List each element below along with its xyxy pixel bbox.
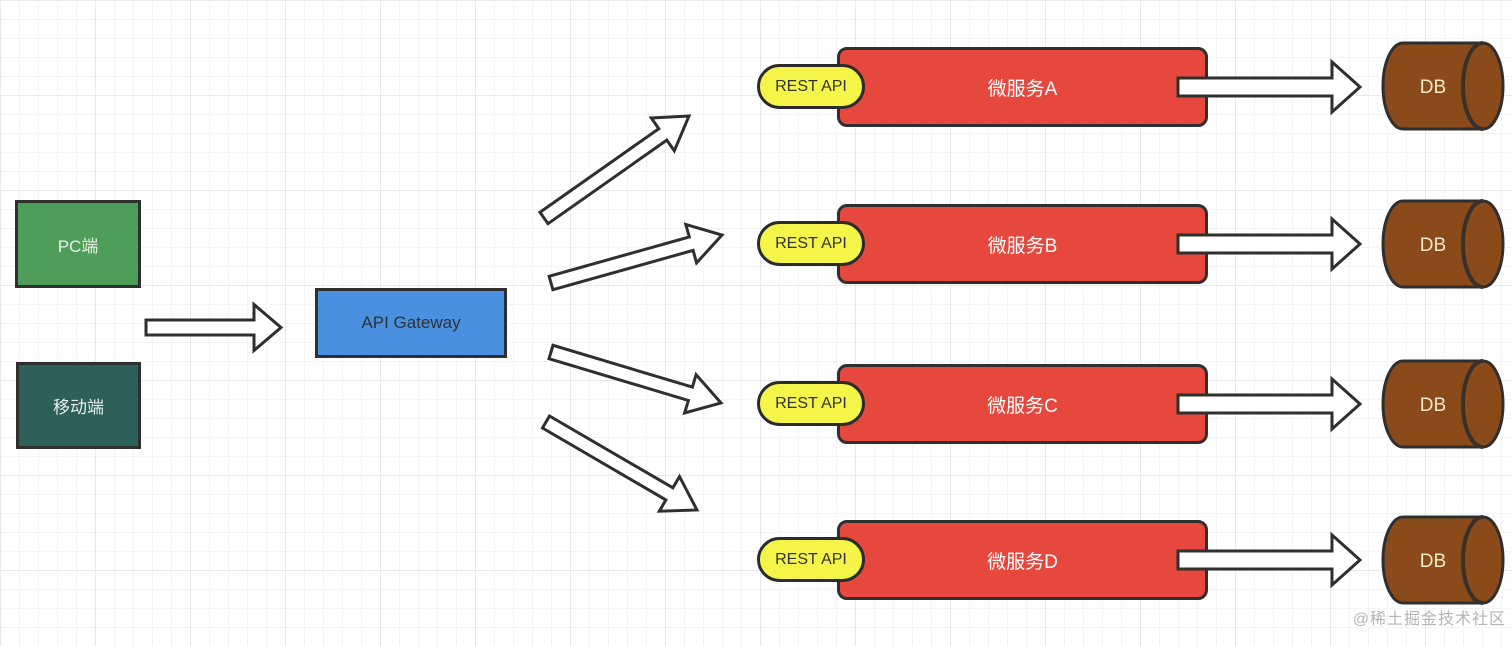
rest-api-pill-a: REST API <box>757 64 865 109</box>
service-c-label: 微服务C <box>987 395 1058 417</box>
arrow-gateway-to-service-b <box>547 222 725 292</box>
api-gateway-box: API Gateway <box>315 288 507 358</box>
rest-api-pill-b: REST API <box>757 221 865 266</box>
db-cylinder-a: DB <box>1381 41 1505 131</box>
service-c-box: 微服务C <box>837 364 1208 444</box>
arrow-gateway-to-service-a <box>537 114 692 226</box>
arrow-gateway-to-service-c <box>547 343 724 416</box>
rest-api-pill-c: REST API <box>757 381 865 426</box>
db-cylinder-b: DB <box>1381 199 1505 289</box>
db-d-label: DB <box>1420 551 1446 572</box>
db-b-label: DB <box>1420 235 1446 256</box>
rest-api-label-c: REST API <box>775 394 847 412</box>
client-mobile-label: 移动端 <box>53 398 104 417</box>
client-mobile-box: 移动端 <box>16 362 141 449</box>
db-cylinder-c: DB <box>1381 359 1505 449</box>
watermark: @稀土掘金技术社区 <box>1352 611 1506 628</box>
service-a-box: 微服务A <box>837 47 1208 127</box>
arrow-clients-to-gateway <box>144 301 284 354</box>
client-pc-label: PC端 <box>57 236 99 256</box>
rest-api-label-b: REST API <box>775 234 847 252</box>
service-a-label: 微服务A <box>987 78 1058 100</box>
client-pc-box: PC端 <box>15 200 141 288</box>
service-b-box: 微服务B <box>837 204 1208 284</box>
service-d-box: 微服务D <box>837 520 1208 600</box>
db-cylinder-d: DB <box>1381 515 1505 605</box>
api-gateway-label: API Gateway <box>361 313 461 332</box>
service-b-label: 微服务B <box>987 235 1058 257</box>
db-c-label: DB <box>1420 395 1446 416</box>
db-a-label: DB <box>1420 77 1446 98</box>
arrow-gateway-to-service-d <box>540 413 700 513</box>
rest-api-label-d: REST API <box>775 550 847 568</box>
rest-api-pill-d: REST API <box>757 537 865 582</box>
rest-api-label-a: REST API <box>775 77 847 95</box>
service-d-label: 微服务D <box>987 551 1058 573</box>
